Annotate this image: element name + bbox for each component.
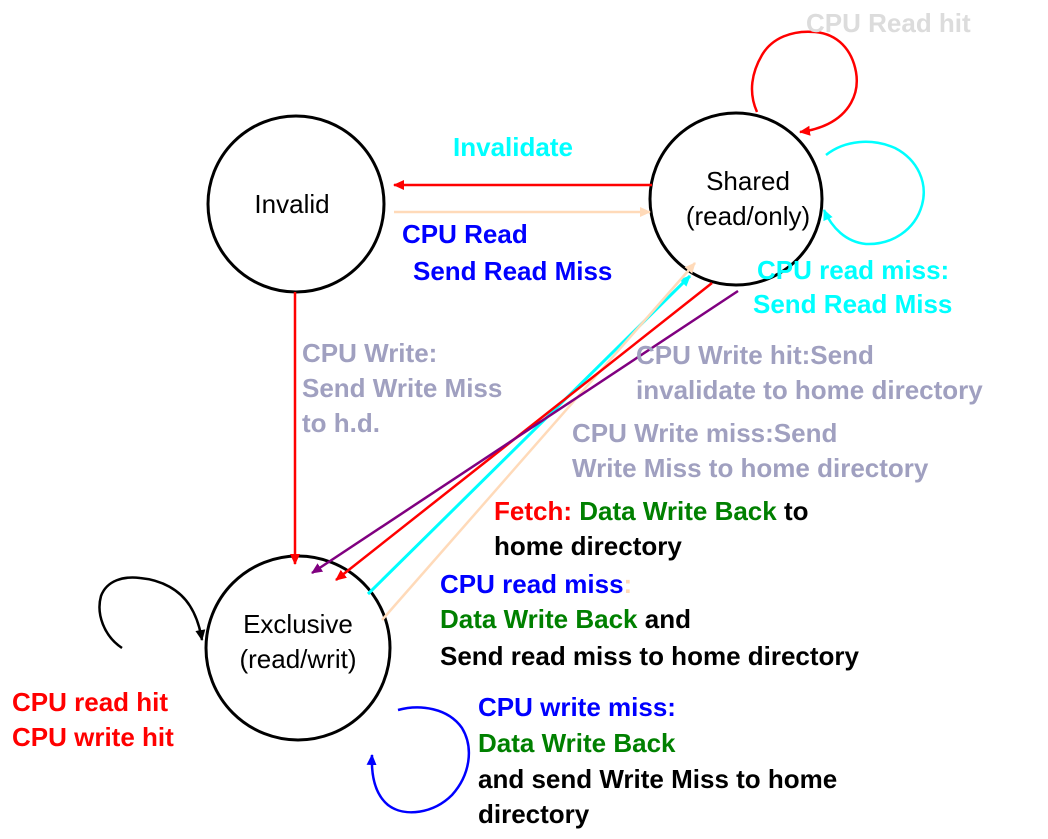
label-cpu-write-2: Send Write Miss [302, 373, 503, 403]
label-fetch-1: Fetch: Data Write Back to [494, 494, 809, 528]
loop-shared-read-hit [750, 30, 859, 136]
label-shared-read-hit: CPU Read hit [806, 8, 971, 38]
label-write-hit-2: invalidate to home directory [636, 375, 983, 405]
state-invalid-label: Invalid [254, 189, 329, 219]
label-shared-read-miss-1: CPU read miss: [757, 255, 950, 285]
label-excl-read-miss-1: CPU read miss: [440, 567, 632, 601]
label-fetch-to: to [783, 496, 809, 526]
state-shared-label-1: Shared [706, 166, 790, 196]
label-excl-write-hit: CPU write hit [12, 722, 174, 752]
label-excl-read-miss-data-write-back: Data Write Back [440, 604, 638, 634]
state-shared-label-2: (read/only) [686, 201, 810, 231]
label-excl-read-hit: CPU read hit [12, 687, 169, 717]
label-cpu-write-3: to h.d. [302, 408, 380, 438]
label-excl-read-miss-3: Send read miss to home directory [440, 641, 860, 671]
arrow-shared-to-exclusive-purple [311, 289, 739, 575]
label-excl-read-miss-keyword: CPU read miss [440, 569, 624, 599]
label-excl-write-miss-4: directory [478, 799, 590, 829]
label-excl-write-miss-1: CPU write miss: [478, 692, 676, 722]
label-send-read-miss: Send Read Miss [413, 256, 613, 286]
label-cpu-read: CPU Read [402, 219, 528, 249]
label-invalidate: Invalidate [453, 132, 573, 162]
label-fetch-2: home directory [494, 531, 682, 561]
label-fetch-data-write-back: Data Write Back [579, 496, 777, 526]
label-shared-read-miss-2: Send Read Miss [753, 289, 953, 319]
label-write-miss-2: Write Miss to home directory [572, 453, 929, 483]
loop-exclusive-hit [98, 576, 206, 650]
label-excl-write-miss-3: and send Write Miss to home [478, 764, 838, 794]
label-fetch-keyword: Fetch: [494, 496, 572, 526]
state-exclusive-label-2: (read/writ) [239, 644, 356, 674]
label-excl-read-miss-and: and [644, 604, 691, 634]
label-excl-read-miss-colon: : [623, 569, 633, 599]
label-excl-read-miss-2: Data Write Back and [440, 602, 691, 636]
label-excl-write-miss-2: Data Write Back [478, 728, 676, 758]
arrow-exclusive-to-shared-peach [381, 262, 696, 621]
state-exclusive-label-1: Exclusive [243, 609, 353, 639]
label-write-miss-1: CPU Write miss:Send [572, 418, 838, 448]
label-cpu-write-1: CPU Write: [302, 338, 438, 368]
loop-exclusive-write-miss [366, 706, 470, 814]
label-write-hit-1: CPU Write hit:Send [636, 340, 874, 370]
loop-shared-read-miss [822, 140, 925, 246]
state-shared [648, 111, 824, 287]
